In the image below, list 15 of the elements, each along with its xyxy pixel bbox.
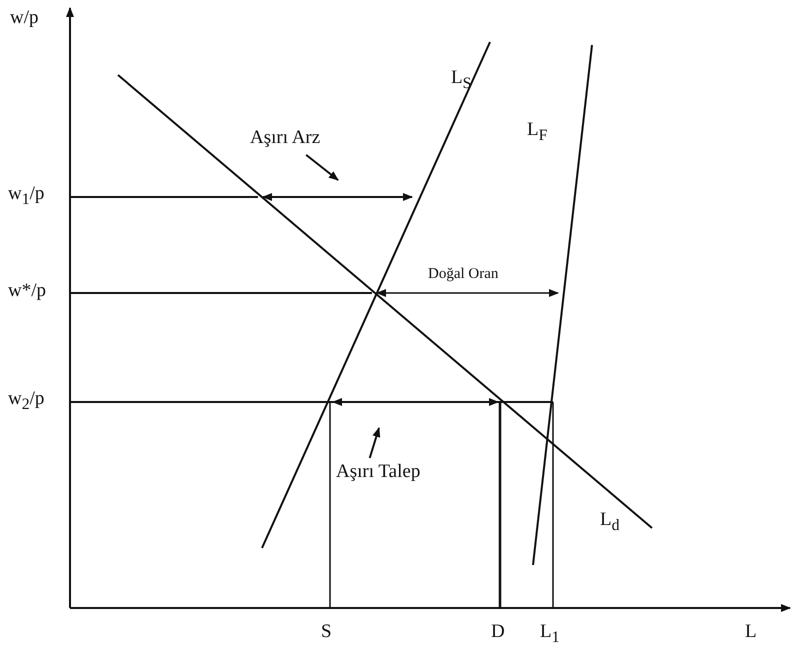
curve-label: L$_{F}$ (527, 120, 548, 144)
wage-label: w$_{2}$/p (8, 389, 44, 414)
leader-arrow (368, 427, 380, 458)
quantity-label: S (321, 622, 332, 643)
annotation-label: Aşırı Arz (250, 128, 320, 149)
annotation-label: Aşırı Talep (336, 462, 420, 483)
wage-label: w$_{1}$/p (8, 184, 44, 208)
curve-label: L$_{d}$ (600, 510, 620, 534)
leader-arrow (306, 154, 339, 181)
wage-label: w*/p (8, 281, 46, 302)
axis-label: L (745, 622, 757, 643)
gap-label: Doğal Oran (428, 266, 498, 282)
axis-label: w/p (10, 8, 38, 29)
quantity-label: L$_{1}$ (540, 622, 560, 646)
quantity-label: D (491, 622, 505, 643)
